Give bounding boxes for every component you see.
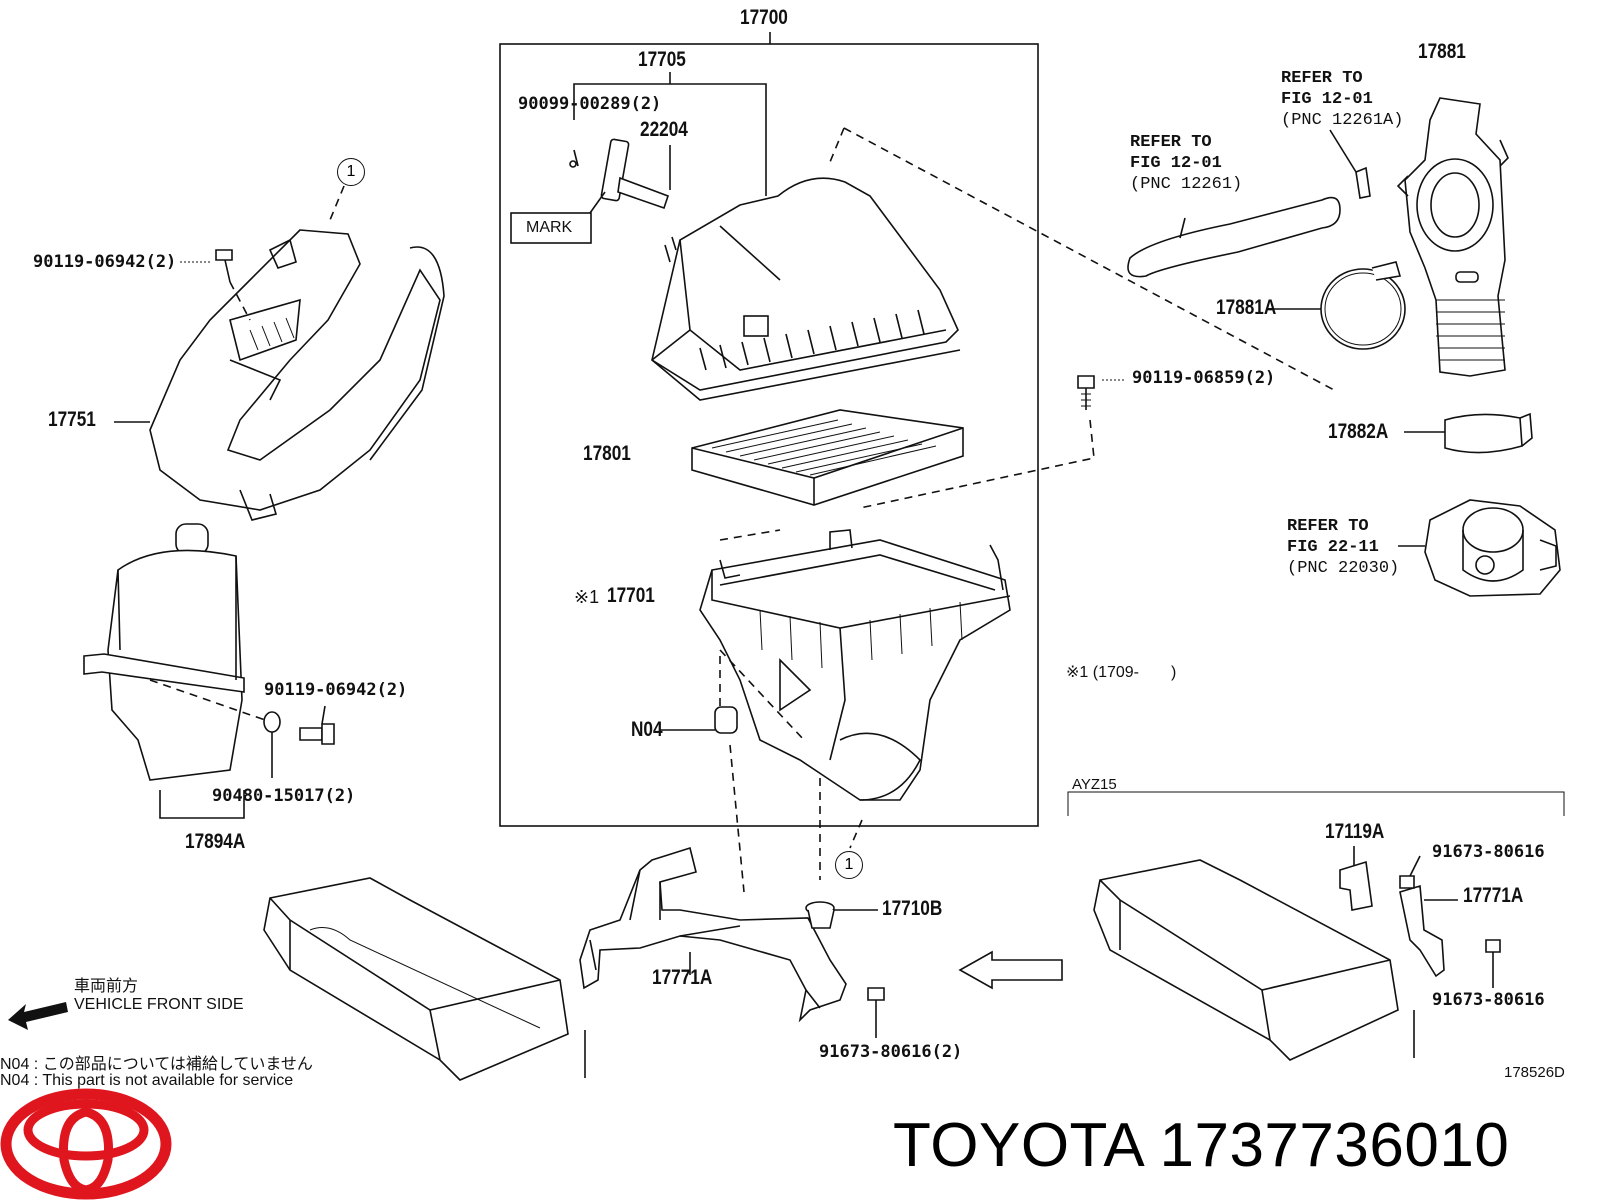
vehicle-front-jp: 車両前方	[74, 978, 139, 995]
label-17119a: 17119A	[1325, 820, 1385, 843]
label-17751: 17751	[48, 408, 96, 431]
refer-note-12261: REFER TO FIG 12-01 (PNC 12261)	[1130, 132, 1242, 195]
label-91673-80616-upper: 91673-80616	[1432, 842, 1545, 862]
refer-line: (PNC 22030)	[1287, 559, 1400, 578]
label-17801: 17801	[583, 442, 631, 465]
label-17771a-right: 17771A	[1463, 884, 1524, 907]
direction-arrow	[958, 950, 1063, 990]
label-mark: MARK	[526, 219, 573, 236]
vehicle-front-arrow	[8, 1002, 68, 1030]
label-n04: N04	[631, 718, 663, 741]
n04-note-en: N04 : This part is not available for ser…	[0, 1072, 294, 1089]
label-22204: 22204	[640, 118, 688, 141]
label-91673-80616-lower: 91673-80616(2)	[819, 1042, 963, 1062]
label-90119-06942-lower: 90119-06942(2)	[264, 680, 408, 700]
label-17894a: 17894A	[185, 830, 246, 853]
refer-line: REFER TO	[1281, 69, 1363, 88]
callout-circle-1-lower: 1	[835, 851, 863, 879]
clamp-17881a-drawing	[1320, 268, 1406, 350]
footnote-1709: ※1 (1709- )	[1066, 664, 1177, 681]
label-90099-00289: 90099-00289(2)	[518, 94, 662, 114]
band-17882a-drawing	[1444, 413, 1523, 454]
intake-hose-17881-drawing	[1396, 97, 1509, 377]
air-cleaner-cap-drawing	[651, 177, 961, 401]
refer-line: (PNC 12261)	[1130, 175, 1243, 194]
label-17701: 17701	[607, 584, 655, 607]
label-17701-mark: ※1	[574, 587, 600, 607]
refer-line: REFER TO	[1130, 133, 1212, 152]
label-17705: 17705	[638, 48, 686, 71]
refer-line: FIG 12-01	[1130, 154, 1222, 173]
sensor-22204-drawing	[569, 138, 670, 210]
air-cleaner-case-drawing	[699, 529, 1011, 801]
resonator-17894a-drawing	[83, 523, 245, 781]
n04-note-jp: N04 : この部品については補給していません	[0, 1056, 313, 1073]
brand-part-number: TOYOTA 1737736010	[893, 1111, 1510, 1180]
label-17882a: 17882A	[1328, 420, 1389, 443]
refer-line: REFER TO	[1287, 517, 1369, 536]
label-17881a: 17881A	[1216, 296, 1277, 319]
label-17710b: 17710B	[882, 897, 943, 920]
toyota-logo	[0, 1088, 172, 1200]
label-90480-15017: 90480-15017(2)	[212, 786, 356, 806]
hose-12261-drawing	[1127, 196, 1341, 278]
bracket-17771a-drawing	[579, 846, 847, 1023]
callout-circle-1-upper: 1	[337, 158, 365, 186]
air-filter-drawing	[691, 409, 964, 506]
bolt-90119-06859-drawing	[1077, 375, 1095, 410]
inlet-duct-17751-drawing	[149, 229, 445, 521]
refer-note-12261a: REFER TO FIG 12-01 (PNC 12261A)	[1281, 68, 1403, 131]
battery-right-drawing	[1093, 859, 1415, 1061]
label-ayz15: AYZ15	[1072, 776, 1117, 793]
label-90119-06859: 90119-06859(2)	[1132, 368, 1276, 388]
label-17881: 17881	[1418, 40, 1466, 63]
refer-line: (PNC 12261A)	[1281, 111, 1404, 130]
refer-line: FIG 12-01	[1281, 90, 1373, 109]
refer-note-22030: REFER TO FIG 22-11 (PNC 22030)	[1287, 516, 1399, 579]
refer-line: FIG 22-11	[1287, 538, 1379, 557]
vehicle-front-en: VEHICLE FRONT SIDE	[74, 996, 244, 1013]
label-17771a-lower: 17771A	[652, 966, 713, 989]
label-91673-80616-right: 91673-80616	[1432, 990, 1545, 1010]
assembly-frame	[499, 43, 1039, 827]
throttle-body-drawing	[1424, 499, 1561, 597]
label-17700: 17700	[740, 6, 788, 29]
label-90119-06942-upper: 90119-06942(2)	[33, 252, 177, 272]
diagram-code: 178526D	[1504, 1064, 1565, 1081]
battery-left-drawing	[263, 877, 586, 1081]
